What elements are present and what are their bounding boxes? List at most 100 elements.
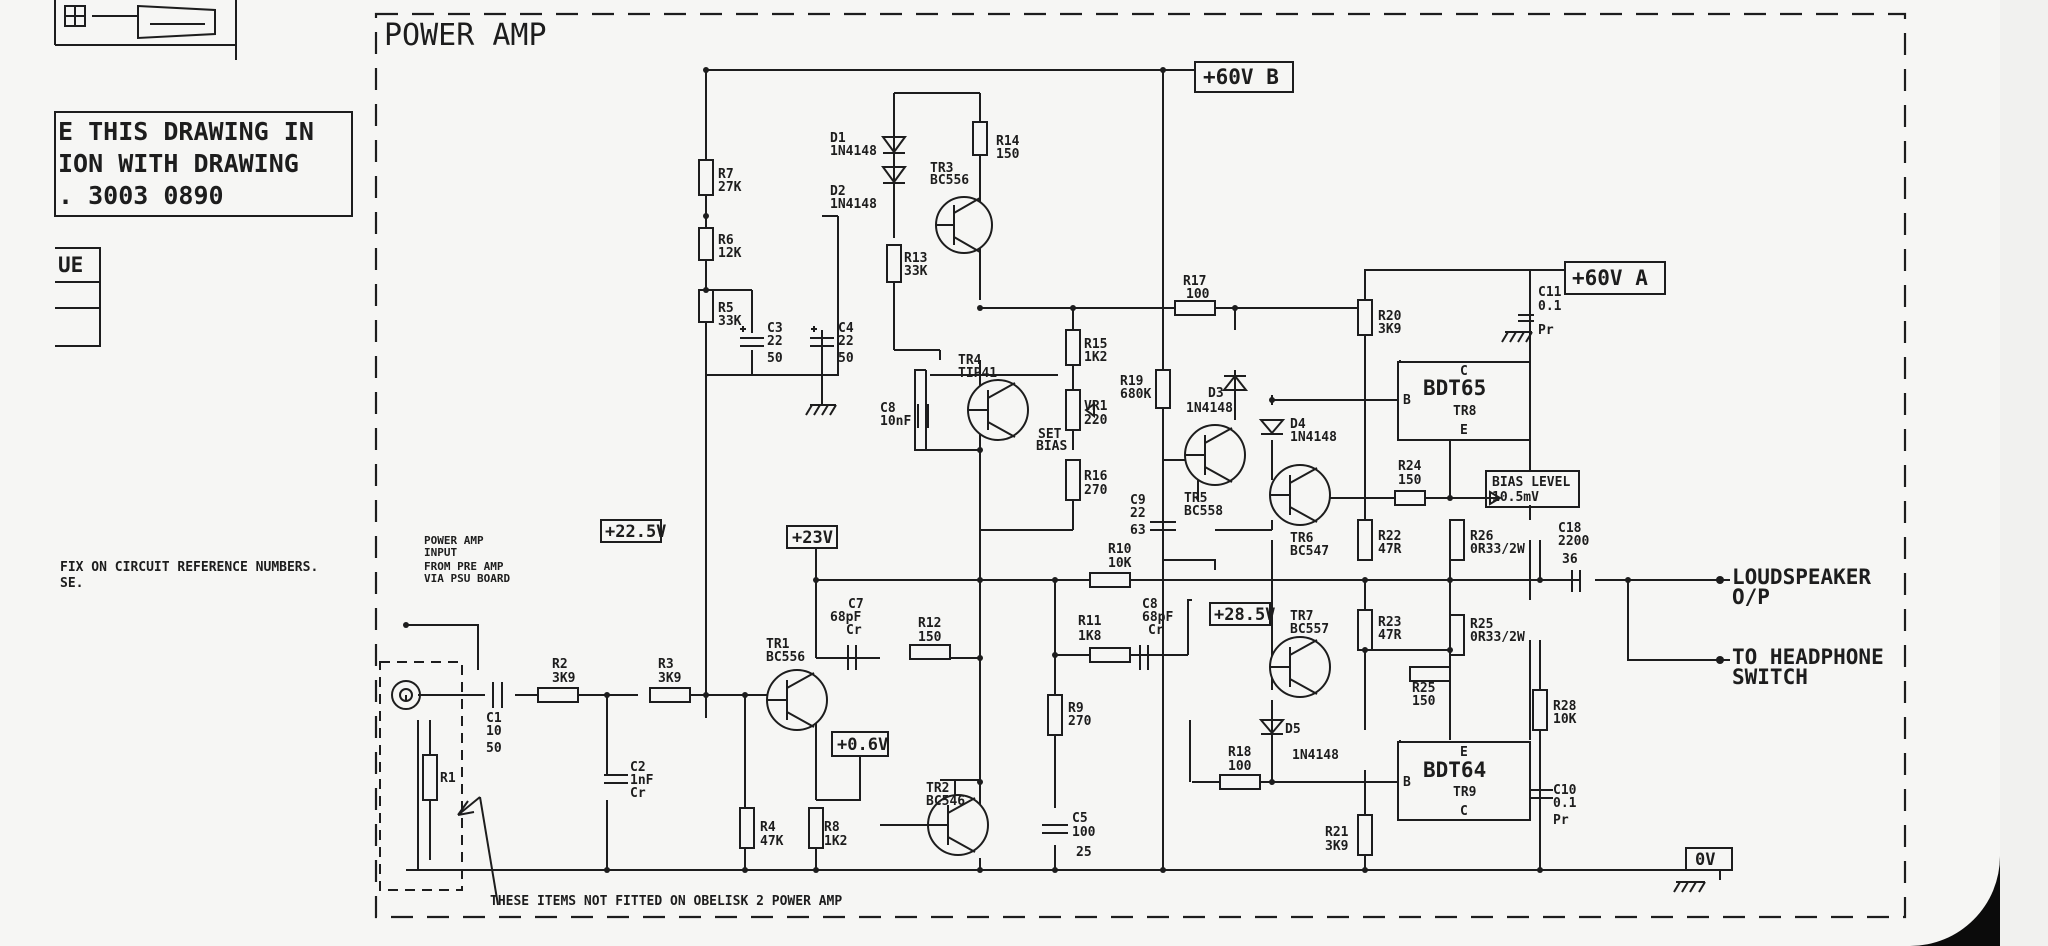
c10-ref: C10: [1553, 783, 1577, 798]
c8b-type: Cr: [1148, 623, 1164, 638]
tr6-ref: TR6: [1290, 531, 1314, 546]
vr1-value: 220: [1084, 413, 1108, 428]
set-bias-line1: SET: [1038, 427, 1062, 442]
input-label-4: VIA PSU BOARD: [424, 572, 510, 585]
r3-ref: R3: [658, 657, 674, 672]
component-labels: R7 27K R6 12K R5 33K C3 22 50 C4 22 50 D…: [440, 131, 1589, 860]
r25a-body: [1409, 666, 1451, 682]
tr9-pin-c: C: [1460, 804, 1468, 819]
r22-ref: R22: [1378, 529, 1401, 544]
r11-ref: R11: [1078, 614, 1102, 629]
r19-ref: R19: [1120, 374, 1143, 389]
r8-body: [808, 807, 824, 849]
bias-level-value: 10.5mV: [1492, 490, 1539, 505]
r18-body: [1219, 774, 1261, 790]
r15-body: [1065, 329, 1081, 366]
r2-ref: R2: [552, 657, 568, 672]
tr1-ref: TR1: [766, 637, 790, 652]
c2-value: 1nF: [630, 773, 654, 788]
tr5-type: BC558: [1184, 504, 1223, 519]
tr9-ref: TR9: [1453, 785, 1476, 800]
r17-body: [1174, 300, 1216, 316]
r22-body: [1357, 519, 1373, 561]
r18-ref: R18: [1228, 745, 1252, 760]
r10-ref: R10: [1108, 542, 1132, 557]
r25b-ref: R25: [1470, 617, 1493, 632]
r5-value: 33K: [718, 314, 742, 329]
c18-value: 2200: [1558, 534, 1589, 549]
rail-plus0-6: +0.6V: [837, 735, 888, 755]
rail-plus23: +23V: [792, 528, 833, 548]
r8-ref: R8: [824, 820, 840, 835]
r2-body: [537, 687, 579, 703]
input-jack-icon: [391, 680, 421, 710]
r16-value: 270: [1084, 483, 1108, 498]
headphone-label-2: SWITCH: [1732, 665, 1808, 689]
c11-type: Pr: [1538, 323, 1554, 338]
r7-body: [698, 159, 714, 196]
r20-body: [1357, 299, 1373, 336]
r26-body: [1449, 519, 1465, 561]
r12-ref: R12: [918, 616, 941, 631]
c4-voltage: 50: [838, 351, 854, 366]
c1-value: 10: [486, 724, 502, 739]
tr8-package: [1397, 361, 1531, 441]
c5-ref: C5: [1072, 811, 1088, 826]
d2-value: 1N4148: [830, 197, 877, 212]
c8b-value: 68pF: [1142, 610, 1173, 625]
r22-value: 47R: [1378, 542, 1402, 557]
r4-ref: R4: [760, 820, 776, 835]
r25b-body: [1449, 614, 1465, 656]
signal-labels: POWER AMP INPUT FROM PRE AMP VIA PSU BOA…: [424, 534, 1884, 909]
r19-value: 680K: [1120, 387, 1151, 402]
r23-ref: R23: [1378, 615, 1401, 630]
d3-ref: D3: [1208, 386, 1224, 401]
r14-body: [972, 121, 988, 156]
section-title: POWER AMP: [384, 18, 547, 53]
r26-ref: R26: [1470, 529, 1494, 544]
d1-ref: D1: [830, 131, 846, 146]
d5-value: 1N4148: [1292, 748, 1339, 763]
r9b-value: 270: [1068, 714, 1092, 729]
c8a-value: 10nF: [880, 414, 911, 429]
r12-body: [909, 644, 951, 660]
rail-plus22-5: +22.5V: [605, 522, 666, 542]
d4-value: 1N4148: [1290, 430, 1337, 445]
r15-value: 1K2: [1084, 350, 1107, 365]
c10-value: 0.1: [1553, 796, 1577, 811]
tr9-package: [1397, 741, 1531, 821]
c3-ref: C3: [767, 321, 783, 336]
r3-value: 3K9: [658, 671, 681, 686]
input-label-1: POWER AMP: [424, 534, 484, 547]
r10-value: 10K: [1108, 556, 1132, 571]
r24-value: 150: [1398, 473, 1422, 488]
c3-voltage: 50: [767, 351, 783, 366]
c3-value: 22: [767, 334, 783, 349]
c7-type: Cr: [846, 623, 862, 638]
rail-plus60a: +60V A: [1572, 266, 1648, 290]
tr2-type: BC546: [926, 794, 965, 809]
r8-value: 1K2: [824, 834, 847, 849]
tr8-ref: TR8: [1453, 404, 1477, 419]
c4-ref: C4: [838, 321, 854, 336]
c8a-ref: C8: [880, 401, 896, 416]
r23-body: [1357, 609, 1373, 651]
d2-ref: D2: [830, 184, 846, 199]
r24-body: [1394, 490, 1426, 506]
r4-body: [739, 807, 755, 849]
r5-ref: R5: [718, 301, 734, 316]
rail-plus28-5: +28.5V: [1214, 605, 1275, 625]
r19-body: [1155, 369, 1171, 409]
tr4-type: TIP41: [958, 366, 997, 381]
r11-value: 1K8: [1078, 629, 1102, 644]
input-connector: [379, 622, 499, 906]
r17-ref: R17: [1183, 274, 1206, 289]
r6-body: [698, 227, 714, 261]
ground-symbols: [805, 331, 1706, 893]
bias-level-label: BIAS LEVEL: [1492, 475, 1570, 490]
r12-value: 150: [918, 630, 942, 645]
vr1-body: [1065, 389, 1081, 431]
junction-dots: [604, 67, 1724, 873]
set-bias-line2: BIAS: [1036, 439, 1067, 454]
note-line-3: . 3003 0890: [58, 181, 224, 210]
